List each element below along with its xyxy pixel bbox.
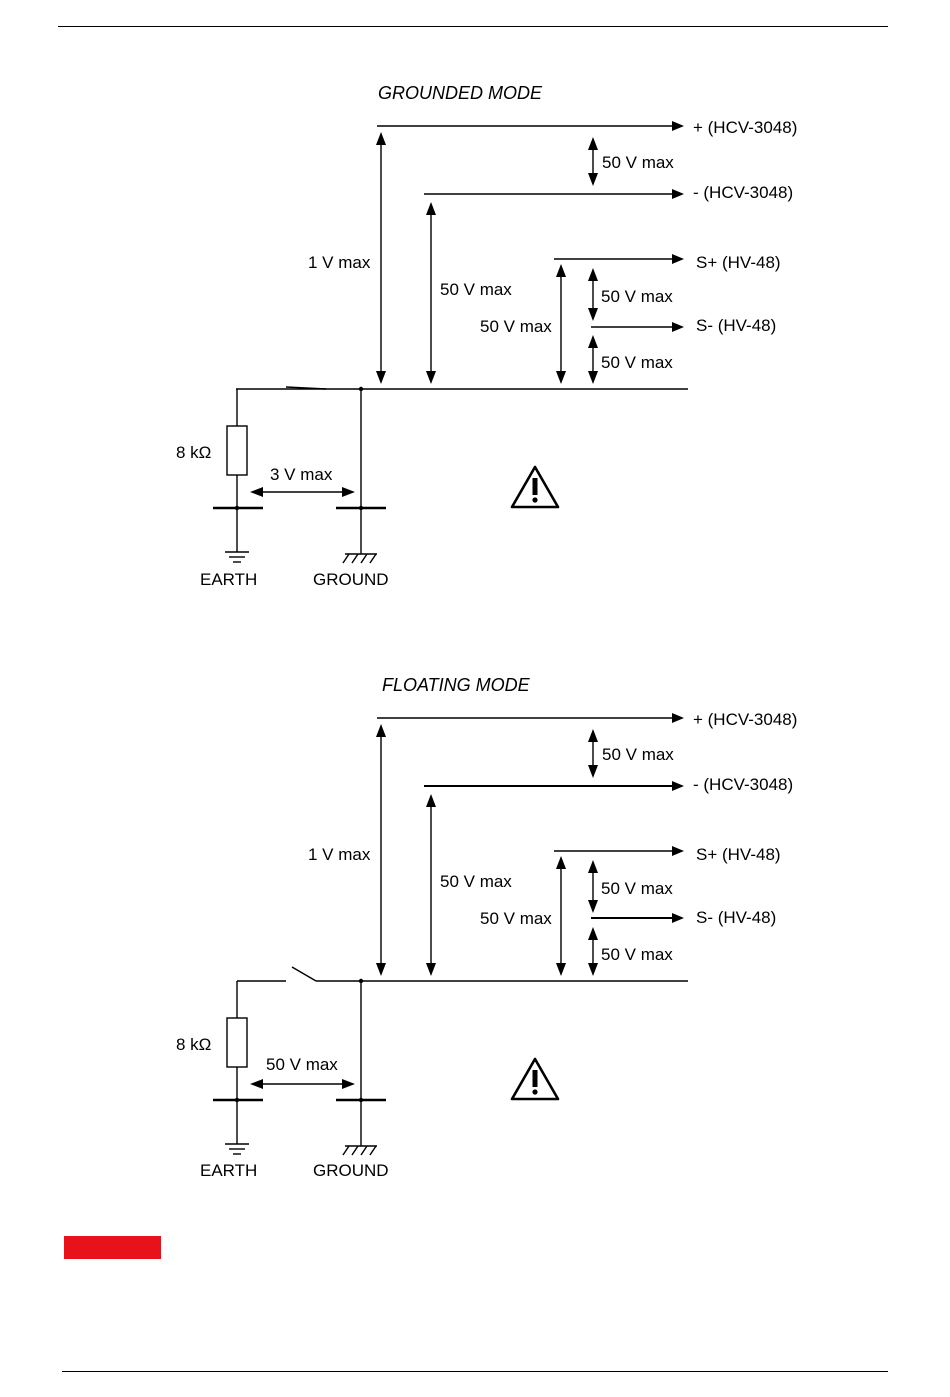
voltage-minus-common: 50 V max <box>440 280 512 299</box>
voltage-plus-common: 1 V max <box>308 845 371 864</box>
resistor <box>227 426 247 475</box>
voltage-plus-common: 1 V max <box>308 253 371 272</box>
voltage-minus-common: 50 V max <box>440 872 512 891</box>
voltage-splus-sminus: 50 V max <box>601 287 673 306</box>
plus-arrowhead <box>672 121 684 131</box>
earth-symbol-icon <box>225 1144 249 1154</box>
voltage-splus-common: 50 V max <box>480 317 552 336</box>
terminal-plus-label: + (HCV-3048) <box>693 710 797 729</box>
chassis-ground-icon <box>343 554 377 563</box>
terminal-splus-label: S+ (HV-48) <box>696 845 781 864</box>
red-marker-box <box>64 1236 161 1259</box>
chassis-ground-icon <box>343 1146 377 1155</box>
voltage-earth-ground: 50 V max <box>266 1055 338 1074</box>
resistor-label: 8 kΩ <box>176 443 211 462</box>
voltage-sminus-common: 50 V max <box>601 945 673 964</box>
earth-label: EARTH <box>200 1161 257 1180</box>
floating-mode-diagram: FLOATING MODE + (HCV-3048) - (HCV-3048) … <box>0 592 950 1192</box>
terminal-minus-label: - (HCV-3048) <box>693 183 793 202</box>
voltage-plus-minus: 50 V max <box>602 153 674 172</box>
diagram-title: FLOATING MODE <box>382 675 531 695</box>
minus-arrowhead <box>672 189 684 199</box>
sminus-arrowhead <box>672 913 684 923</box>
voltage-splus-common: 50 V max <box>480 909 552 928</box>
resistor <box>227 1018 247 1067</box>
minus-arrowhead <box>672 781 684 791</box>
plus-arrowhead <box>672 713 684 723</box>
splus-arrowhead <box>672 846 684 856</box>
terminal-splus-label: S+ (HV-48) <box>696 253 781 272</box>
warning-triangle-icon <box>512 1059 558 1099</box>
terminal-sminus-label: S- (HV-48) <box>696 908 776 927</box>
footer-rule <box>62 1371 888 1372</box>
voltage-splus-sminus: 50 V max <box>601 879 673 898</box>
ground-label: GROUND <box>313 1161 389 1180</box>
voltage-earth-ground: 3 V max <box>270 465 333 484</box>
terminal-sminus-label: S- (HV-48) <box>696 316 776 335</box>
voltage-plus-minus: 50 V max <box>602 745 674 764</box>
voltage-sminus-common: 50 V max <box>601 353 673 372</box>
terminal-plus-label: + (HCV-3048) <box>693 118 797 137</box>
resistor-label: 8 kΩ <box>176 1035 211 1054</box>
earth-label: EARTH <box>200 570 257 589</box>
earth-symbol-icon <box>225 552 249 562</box>
splus-arrowhead <box>672 254 684 264</box>
sminus-arrowhead <box>672 322 684 332</box>
warning-triangle-icon <box>512 467 558 507</box>
diagram-title: GROUNDED MODE <box>378 83 543 103</box>
ground-label: GROUND <box>313 570 389 589</box>
grounded-mode-diagram: GROUNDED MODE + (HCV-3048) - (HCV-3048) … <box>0 0 950 600</box>
mode-switch-open <box>292 967 316 981</box>
terminal-minus-label: - (HCV-3048) <box>693 775 793 794</box>
